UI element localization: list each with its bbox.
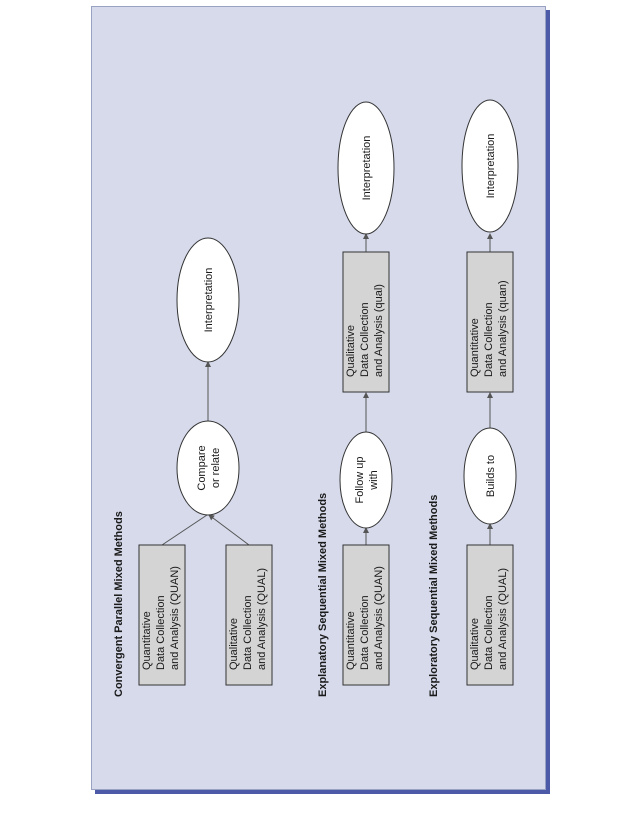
- oval-line: Builds to: [485, 455, 497, 497]
- box-line: Data Collection: [359, 302, 371, 377]
- box-line: Qualitative: [345, 325, 357, 377]
- box-line: Data Collection: [483, 595, 495, 670]
- section-heading: Convergent Parallel Mixed Methods: [113, 511, 125, 697]
- oval-compare-or-relate: Compare or relate: [176, 420, 240, 516]
- box-line: Data Collection: [359, 595, 371, 670]
- box-line: Quantitative: [345, 611, 357, 670]
- oval-line: with: [368, 470, 380, 491]
- box-shape: [342, 544, 390, 686]
- oval-shape: [337, 101, 395, 235]
- box-quan-collection: Quantitative Data Collection and Analysi…: [342, 544, 390, 686]
- oval-line: Follow up: [354, 456, 366, 503]
- section-explanatory-sequential: Explanatory Sequential Mixed Methods Qua…: [317, 101, 395, 697]
- box-shape: [466, 544, 514, 686]
- oval-follow-up-with: Follow up with: [339, 431, 393, 529]
- section-heading: Explanatory Sequential Mixed Methods: [317, 493, 329, 697]
- box-line: Qualitative: [469, 618, 481, 670]
- oval-line: Interpretation: [361, 136, 373, 201]
- section-exploratory-sequential: Exploratory Sequential Mixed Methods Qua…: [428, 99, 519, 697]
- box-line: Data Collection: [483, 302, 495, 377]
- box-shape: [342, 251, 390, 393]
- connector: [161, 514, 208, 546]
- box-line: Data Collection: [242, 595, 254, 670]
- box-line: and Analysis (QUAL): [256, 568, 268, 670]
- box-line: and Analysis (QUAL): [497, 568, 509, 670]
- oval-interpretation: Interpretation: [176, 237, 240, 363]
- box-line: Data Collection: [155, 595, 167, 670]
- oval-interpretation: Interpretation: [337, 101, 395, 235]
- box-line: Qualitative: [228, 618, 240, 670]
- box-line: Quantitative: [141, 611, 153, 670]
- section-convergent-parallel: Convergent Parallel Mixed Methods Quanti…: [113, 237, 273, 697]
- box-qual-collection: Qualitative Data Collection and Analysis…: [466, 544, 514, 686]
- box-qual-collection: Qualitative Data Collection and Analysis…: [225, 544, 273, 686]
- box-quan-collection: Quantitative Data Collection and Analysi…: [138, 544, 186, 686]
- box-shape: [138, 544, 186, 686]
- box-line: and Analysis (QUAN): [169, 566, 181, 670]
- box-line: and Analysis (QUAN): [373, 566, 385, 670]
- oval-line: Interpretation: [485, 134, 497, 199]
- oval-line: Interpretation: [203, 268, 215, 333]
- box-line: Quantitative: [469, 318, 481, 377]
- oval-interpretation: Interpretation: [461, 99, 519, 233]
- box-shape: [225, 544, 273, 686]
- box-shape: [466, 251, 514, 393]
- box-quan-collection: Quantitative Data Collection and Analysi…: [466, 251, 514, 393]
- box-qual-collection: Qualitative Data Collection and Analysis…: [342, 251, 390, 393]
- oval-shape: [461, 99, 519, 233]
- box-line: and Analysis (quan): [497, 280, 509, 377]
- oval-line: or relate: [210, 448, 222, 488]
- oval-shape: [339, 431, 393, 529]
- oval-builds-to: Builds to: [463, 427, 517, 525]
- box-line: and Analysis (qual): [373, 284, 385, 377]
- oval-line: Compare: [196, 445, 208, 490]
- oval-shape: [463, 427, 517, 525]
- oval-shape: [176, 237, 240, 363]
- section-heading: Exploratory Sequential Mixed Methods: [428, 495, 440, 697]
- connector-arrow: [208, 514, 250, 546]
- oval-shape: [176, 420, 240, 516]
